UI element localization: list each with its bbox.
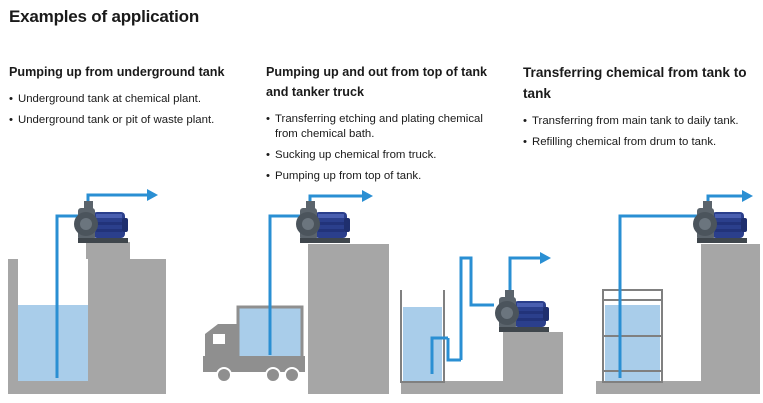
pump-icon bbox=[296, 201, 350, 243]
pump-icon bbox=[495, 290, 549, 332]
pump-icon bbox=[693, 201, 747, 243]
pipe bbox=[430, 256, 540, 374]
tank bbox=[400, 290, 445, 383]
liquid bbox=[403, 307, 442, 381]
flow-arrow-icon bbox=[540, 252, 551, 264]
section-heading: Pumping up and out from top of tank and … bbox=[266, 65, 488, 99]
flow-arrow-icon bbox=[362, 190, 373, 202]
list-item: Transferring from main tank to daily tan… bbox=[523, 114, 761, 129]
platform bbox=[308, 244, 389, 394]
section-heading: Transferring chemical from tank to tank bbox=[523, 65, 747, 101]
scene-underground-tank bbox=[8, 189, 166, 394]
bullet-list: Underground tank at chemical plant. Unde… bbox=[9, 92, 254, 128]
bullet-list: Transferring from main tank to daily tan… bbox=[523, 114, 761, 150]
section-tank-to-tank: Transferring chemical from tank to tank … bbox=[523, 62, 761, 156]
section-top-of-tank: Pumping up and out from top of tank and … bbox=[266, 62, 488, 190]
flow-arrow-icon bbox=[147, 189, 158, 201]
pump-base bbox=[86, 242, 130, 259]
list-item: Sucking up chemical from truck. bbox=[266, 148, 488, 163]
list-item: Refilling chemical from drum to tank. bbox=[523, 135, 761, 150]
flow-arrow-icon bbox=[742, 190, 753, 202]
section-heading: Pumping up from underground tank bbox=[9, 65, 225, 79]
scene-tank-to-tank-low bbox=[400, 252, 563, 394]
section-underground-tank: Pumping up from underground tank Undergr… bbox=[9, 62, 254, 134]
list-item: Underground tank or pit of waste plant. bbox=[9, 113, 254, 128]
chemical-drum-icon bbox=[602, 289, 663, 383]
bullet-list: Transferring etching and plating chemica… bbox=[266, 112, 488, 184]
list-item: Underground tank at chemical plant. bbox=[9, 92, 254, 107]
pump-icon bbox=[74, 201, 128, 243]
list-item: Pumping up from top of tank. bbox=[266, 169, 488, 184]
scene-tanker-truck bbox=[203, 190, 389, 394]
liquid bbox=[18, 305, 88, 381]
scene-drum-to-tank bbox=[596, 190, 760, 394]
list-item: Transferring etching and plating chemica… bbox=[266, 112, 488, 142]
page-title: Examples of application bbox=[9, 7, 200, 26]
